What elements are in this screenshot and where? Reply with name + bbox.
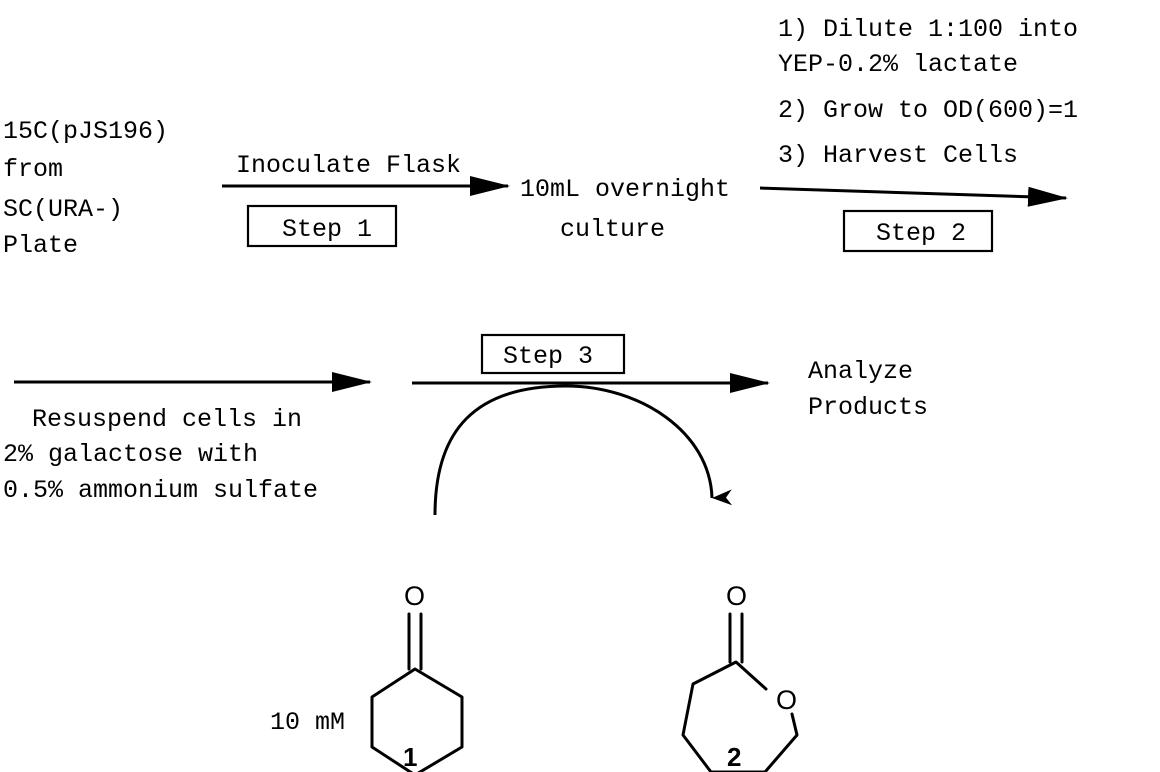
- cyclohexanone-structure: O 10 mM 1: [270, 581, 464, 772]
- step2-label: Step 2: [876, 219, 966, 248]
- conversion-curve-arrow: [433, 384, 733, 516]
- step2-arrow: [759, 186, 1068, 207]
- step1-action: Inoculate Flask: [236, 151, 461, 180]
- step1-box: [246, 204, 398, 248]
- start-strain: 15C(pJS196): [3, 117, 168, 146]
- start-plate: Plate: [3, 231, 78, 260]
- step3-label: Step 3: [503, 342, 593, 371]
- product-carbonyl-oxygen: O: [726, 581, 747, 611]
- caprolactone-structure: O O 2: [681, 581, 799, 772]
- step2-instruction-2: YEP-0.2% lactate: [778, 50, 1018, 79]
- culture-line2: culture: [560, 215, 665, 244]
- outcome-line1: Analyze: [808, 357, 913, 386]
- step2-instruction-1: 1) Dilute 1:100 into: [778, 15, 1078, 44]
- start-medium: SC(URA-): [3, 195, 123, 224]
- step1-label: Step 1: [282, 215, 372, 244]
- outcome-line2: Products: [808, 393, 928, 422]
- substrate-concentration: 10 mM: [270, 708, 345, 737]
- resuspend-line3: 0.5% ammonium sulfate: [3, 476, 318, 505]
- culture-line1: 10mL overnight: [520, 175, 730, 204]
- product-number: 2: [727, 742, 741, 772]
- step3-box: [480, 333, 626, 375]
- substrate-oxygen: O: [404, 581, 425, 611]
- product-ring-oxygen: O: [776, 685, 797, 715]
- resuspend-line2: 2% galactose with: [3, 440, 258, 469]
- step2-instruction-3: 2) Grow to OD(600)=1: [778, 96, 1078, 125]
- substrate-number: 1: [403, 742, 417, 772]
- start-from: from: [3, 155, 63, 184]
- step2-box: [842, 209, 994, 253]
- resuspend-line1: Resuspend cells in: [32, 405, 302, 434]
- step2-instruction-4: 3) Harvest Cells: [778, 141, 1018, 170]
